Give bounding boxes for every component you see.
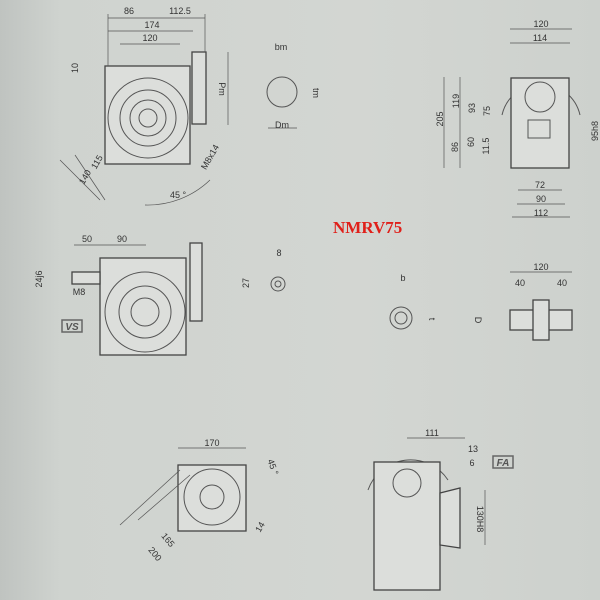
dim-pm: Pm [217, 82, 227, 96]
dim-11-5: 11.5 [481, 138, 491, 155]
dim-90: 90 [117, 234, 127, 244]
dim-90: 90 [536, 194, 546, 204]
dim-40-left: 40 [515, 278, 525, 288]
dim-d: D [473, 317, 483, 324]
dim-115: 115 [89, 153, 105, 170]
dim-112-5: 112.5 [169, 6, 191, 16]
dim-13: 13 [468, 444, 478, 454]
dim-bm: bm [275, 42, 288, 52]
fa-logo-icon [492, 455, 514, 469]
flange-view: 170 45 ° 14 165 200 [119, 438, 281, 563]
dim-72: 72 [535, 180, 545, 190]
dim-40-right: 40 [557, 278, 567, 288]
dim-170: 170 [204, 438, 219, 448]
dim-m8: M8 [73, 287, 86, 297]
dim-120: 120 [533, 19, 548, 29]
dim-45: 45 ° [266, 458, 281, 477]
dim-m8x14: M8x14 [199, 143, 221, 171]
dim-112: 112 [534, 208, 548, 218]
side-view: 120 114 205 119 93 75 86 60 11.5 95h8 72… [435, 19, 600, 218]
vs-logo-icon [61, 319, 83, 333]
dim-6: 6 [469, 458, 474, 468]
model-title: NMRV75 [333, 218, 403, 237]
fa-logo: FA [497, 458, 510, 469]
dim-75: 75 [482, 106, 492, 116]
dim-14: 14 [253, 520, 267, 534]
front-view: 86 112.5 174 120 10 Pm M8x14 115 140 45 … [59, 6, 229, 206]
input-key-view: 8 27 [241, 248, 286, 292]
dim-111: 111 [425, 428, 439, 438]
dim-60: 60 [466, 137, 476, 147]
hollow-key-view: b t [389, 273, 437, 330]
dim-24j6: 24j6 [34, 270, 44, 287]
dim-86: 86 [450, 142, 460, 152]
dim-120: 120 [142, 33, 157, 43]
dim-130h8: 130H8 [475, 506, 485, 533]
dim-b: b [400, 273, 405, 283]
dim-120: 120 [533, 262, 548, 272]
dim-tm: tm [311, 88, 321, 98]
dim-8: 8 [276, 248, 281, 258]
dim-165: 165 [159, 531, 176, 549]
dim-119: 119 [451, 94, 461, 108]
hollow-shaft-view: 120 40 40 D [473, 262, 573, 341]
vs-logo: VS [65, 322, 79, 333]
dim-45: 45 ° [170, 190, 187, 200]
dim-93: 93 [467, 103, 477, 113]
fa-view: 111 13 6 130H8 FA [367, 428, 514, 591]
dim-86: 86 [124, 6, 134, 16]
dim-114: 114 [533, 33, 547, 43]
dim-50: 50 [82, 234, 92, 244]
input-shaft-view: 50 90 24j6 M8 VS [34, 234, 203, 356]
dim-200: 200 [146, 545, 163, 563]
dim-140: 140 [77, 168, 93, 186]
dim-27: 27 [241, 278, 251, 288]
dim-95h8: 95h8 [590, 121, 600, 141]
dim-10: 10 [70, 63, 80, 73]
output-shaft-key-view: bm Dm tm [266, 42, 321, 130]
dim-174: 174 [144, 20, 159, 30]
dim-dm: Dm [275, 120, 289, 130]
dim-t: t [427, 318, 437, 321]
dim-205: 205 [435, 111, 445, 126]
